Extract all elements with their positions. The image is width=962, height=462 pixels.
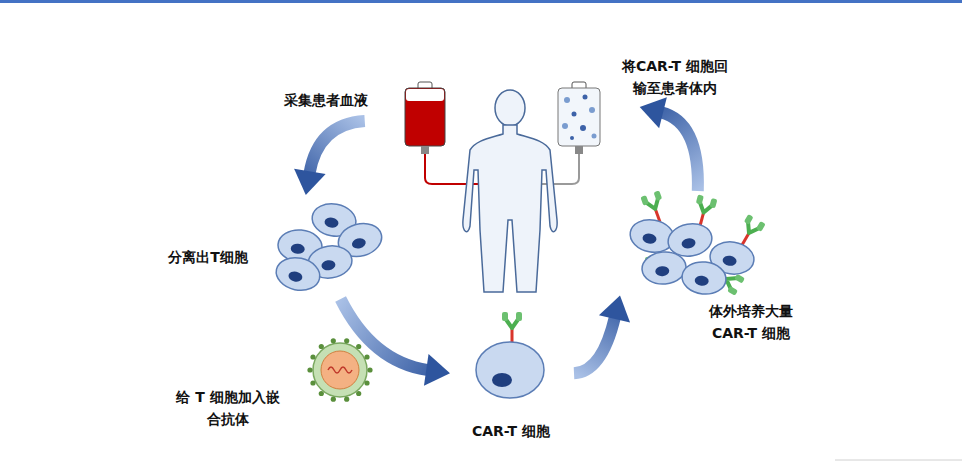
virus-spike [310, 380, 315, 385]
arrow-head [640, 97, 667, 128]
virus-spike [319, 344, 324, 349]
virus-spike [367, 367, 372, 372]
process-arrow [294, 121, 365, 195]
arrow-head [599, 296, 630, 323]
top-rule [0, 0, 962, 3]
virus-spike [344, 397, 349, 402]
virus-spike [356, 391, 361, 396]
process-arrow [341, 299, 450, 386]
expanded-car-t-cells [628, 190, 766, 296]
patient-figure [463, 90, 557, 292]
virus-spike [356, 344, 361, 349]
virus-spike [331, 397, 336, 402]
process-arrow [574, 296, 630, 374]
step-label: 采集患者血液 [270, 89, 382, 111]
car-t-cell [476, 312, 544, 398]
step-label: 体外培养大量 CAR-T 细胞 [700, 300, 802, 345]
viral-vector [307, 338, 372, 402]
virus-spike [310, 354, 315, 359]
stage-node: 采集患者血液 [268, 88, 386, 116]
arrow-head [424, 354, 450, 386]
step-label: CAR-T 细胞 [455, 420, 567, 442]
virus-spike [344, 338, 349, 343]
stage-node: 体外培养大量 CAR-T 细胞 [625, 196, 807, 347]
process-arrow [640, 97, 698, 191]
virus-spike [364, 380, 369, 385]
stage-node: CAR-T 细胞 [455, 308, 569, 450]
step-label: 将CAR-T 细胞回输至患者体内 [617, 55, 733, 100]
step-label: 给 T 细胞加入嵌 合抗体 [172, 386, 284, 431]
arrow-shaft [341, 299, 429, 370]
virus-spike [331, 338, 336, 343]
infusion-bag [558, 82, 600, 154]
bottom-rule [835, 460, 962, 461]
virus-spike [319, 391, 324, 396]
arrow-shaft [574, 317, 615, 373]
step-label: 分离出T细胞 [156, 246, 260, 268]
stage-node: 分离出T细胞 [155, 200, 387, 294]
stage-node: 将CAR-T 细胞回输至患者体内 [612, 54, 738, 102]
virus-spike [307, 367, 312, 372]
t-cells [273, 200, 385, 294]
blood-bag [405, 82, 445, 154]
arrow-shaft [661, 112, 698, 191]
virus-spike [364, 354, 369, 359]
arrow-head [294, 169, 326, 195]
stage-node: 给 T 细胞加入嵌 合抗体 [170, 340, 370, 438]
arrow-shaft [310, 121, 365, 173]
